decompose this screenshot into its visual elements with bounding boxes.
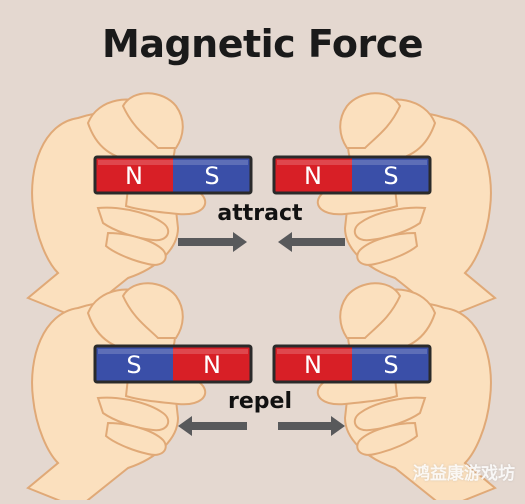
diagram-title: Magnetic Force [102, 22, 424, 66]
lower-finger [356, 421, 419, 456]
north-pole [274, 157, 352, 193]
pole-letter: N [125, 162, 143, 190]
lower-finger [104, 421, 167, 456]
pole-letter: N [203, 351, 221, 379]
south-pole [352, 157, 430, 193]
repel-label: repel [228, 389, 292, 414]
magnet-highlight [98, 349, 248, 354]
magnet-outline [93, 155, 253, 195]
middle-finger [339, 282, 402, 339]
attract-arrow-right [278, 232, 345, 252]
arrow-head [331, 416, 345, 436]
north-pole [274, 346, 352, 382]
middle-finger [121, 282, 184, 339]
pole-letter: S [383, 162, 398, 190]
north-pole [95, 157, 173, 193]
south-pole [352, 346, 430, 382]
repel-arrow-left [178, 416, 247, 436]
magnet-highlight [277, 349, 427, 354]
watermark: 鸿益康游戏坊 [413, 464, 515, 484]
south-pole [95, 346, 173, 382]
lower-finger [353, 206, 427, 242]
magnet-outline [272, 344, 432, 384]
magnet-highlight [277, 160, 427, 165]
pole-letter: N [304, 351, 322, 379]
repel-arrow-right [278, 416, 345, 436]
lower-finger [96, 206, 170, 242]
magnet-highlight [98, 160, 248, 165]
lower-finger [104, 231, 167, 266]
lower-finger [96, 396, 170, 432]
pole-letter: N [304, 162, 322, 190]
attract-label: attract [217, 201, 303, 226]
arrow-head [278, 232, 292, 252]
north-pole [173, 346, 251, 382]
pole-letter: S [126, 351, 141, 379]
lower-finger [353, 396, 427, 432]
middle-finger [339, 92, 402, 149]
pole-letter: S [383, 351, 398, 379]
magnet-outline [93, 344, 253, 384]
arrow-head [178, 416, 192, 436]
arrow-head [233, 232, 247, 252]
magnet-outline [272, 155, 432, 195]
lower-finger [356, 231, 419, 266]
attract-arrow-left [178, 232, 247, 252]
south-pole [173, 157, 251, 193]
pole-letter: S [204, 162, 219, 190]
middle-finger [121, 92, 184, 149]
